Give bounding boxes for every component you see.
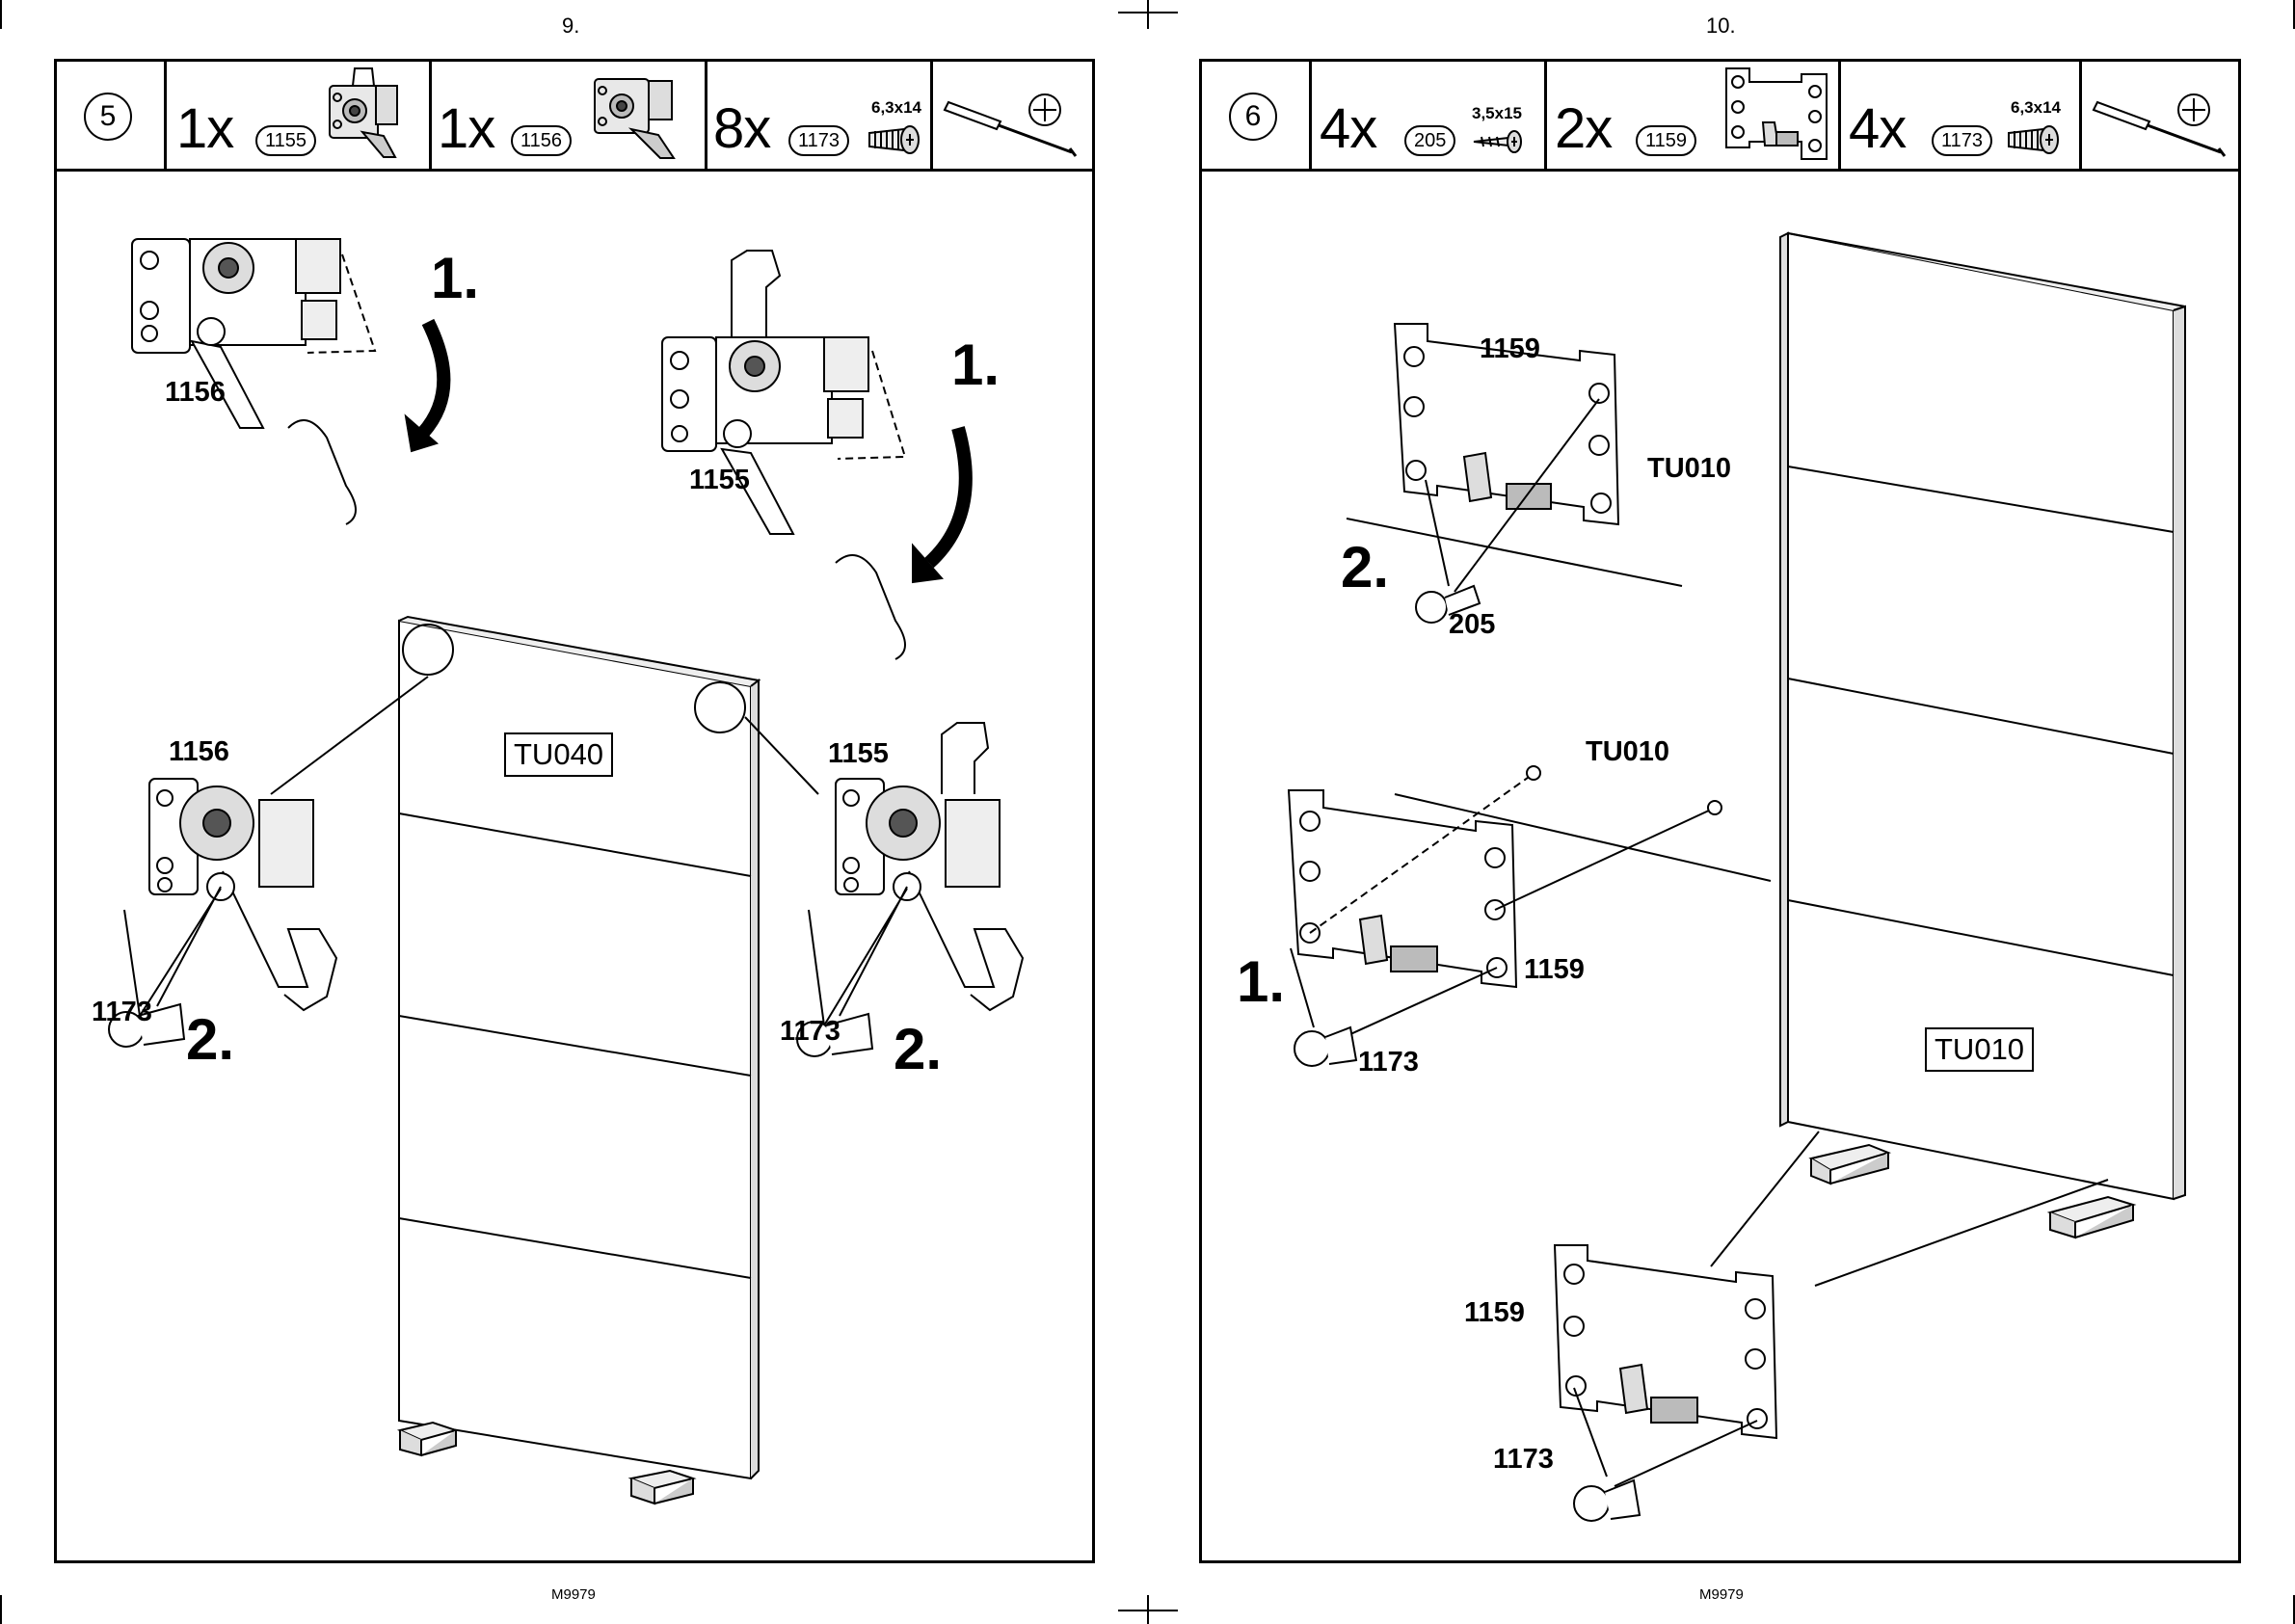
part-label: 1156 — [165, 377, 226, 409]
crop-mark — [1149, 1610, 1178, 1611]
panel-label: TU040 — [504, 732, 613, 777]
step-label: 2. — [894, 1016, 942, 1082]
crop-mark — [0, 1595, 2, 1624]
step-label: 1. — [951, 332, 1000, 398]
bracket-1159-bottom — [1555, 1245, 1776, 1521]
bracket-1159-middle — [1289, 766, 1771, 1066]
part-label: 1173 — [1358, 1047, 1419, 1078]
step-label: 2. — [1341, 534, 1389, 600]
part-label: 1156 — [169, 736, 229, 768]
step-6-illustration — [1202, 62, 2238, 1560]
step-5-panel: 5 1x 1155 1x 1156 — [54, 59, 1095, 1563]
part-label: 205 — [1449, 609, 1495, 641]
document-code: M9979 — [1699, 1586, 1744, 1603]
step-label: 1. — [431, 245, 479, 311]
hinge-1155-installed — [797, 723, 1023, 1056]
panel-tu010 — [1711, 233, 2185, 1286]
crop-mark — [1149, 12, 1178, 13]
document-code: M9979 — [551, 1586, 596, 1603]
part-label: 1173 — [1493, 1444, 1554, 1476]
page-number: 9. — [562, 13, 579, 39]
step-label: 2. — [186, 1006, 234, 1073]
crop-mark — [0, 0, 2, 29]
step-label: 1. — [1237, 948, 1285, 1015]
bracket-1159-top — [1347, 324, 1682, 623]
step-5-illustration — [57, 62, 1092, 1560]
part-label: 1159 — [1480, 333, 1540, 365]
part-label: 1159 — [1524, 954, 1585, 986]
step-6-panel: 6 4x 205 3,5x15 2x 1159 — [1199, 59, 2241, 1563]
panel-label: TU010 — [1925, 1027, 2034, 1072]
crop-mark — [1147, 0, 1149, 29]
part-label: 1155 — [828, 738, 889, 770]
crop-mark — [1118, 12, 1147, 13]
part-label: 1173 — [780, 1016, 841, 1048]
page-number: 10. — [1706, 13, 1736, 39]
crop-mark — [1118, 1610, 1147, 1611]
part-label: TU010 — [1586, 736, 1669, 768]
part-label: TU010 — [1647, 453, 1731, 485]
part-label: 1155 — [689, 465, 750, 496]
part-label: 1173 — [92, 997, 152, 1028]
part-label: 1159 — [1464, 1297, 1525, 1329]
